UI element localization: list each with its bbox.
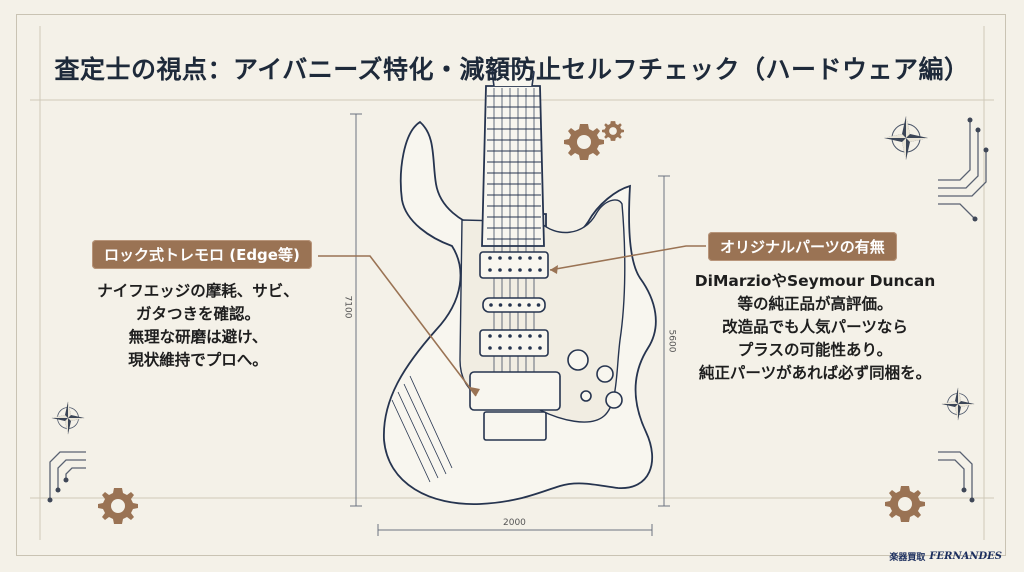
gear-icon [602,121,624,141]
compass-rose-icon [941,387,975,421]
dimension-right: 5600 [666,329,677,353]
dimension-height: 7100 [342,295,353,319]
parts-line-3: 改造品でも人気パーツなら [722,318,908,336]
compass-rose-icon [883,115,929,161]
brand-right: FERNANDES [929,551,1002,562]
parts-line-4: プラスの可能性あり。 [737,341,893,359]
gear-icon [98,488,138,524]
parts-line-1: DiMarzioやSeymour Duncan [694,272,936,290]
tremolo-line-3: 無理な研磨は避け、 [128,328,268,346]
parts-line-5: 純正パーツがあれば必ず同梱を。 [698,364,932,382]
gear-icon [885,486,925,522]
blueprint-frame [16,14,1006,556]
tremolo-line-4: 現状維持でプロへ。 [128,351,268,369]
guitar-blueprint [383,85,657,505]
brand-left: 楽器買取 [889,553,926,563]
tremolo-description: ナイフエッジの摩耗、サビ、 ガタつきを確認。 無理な研磨は避け、 現状維持でプロ… [92,280,304,372]
original-parts-description: DiMarzioやSeymour Duncan 等の純正品が高評価。 改造品でも… [680,270,950,385]
tremolo-line-1: ナイフエッジの摩耗、サビ、 [97,282,299,300]
tremolo-line-2: ガタつきを確認。 [135,305,260,323]
gear-icon [564,124,604,160]
page-title: 査定士の視点：アイバニーズ特化・減額防止セルフチェック（ハードウェア編） [54,55,970,84]
tremolo-label: ロック式トレモロ (Edge等) [92,240,312,269]
circuit-trace-icon [49,120,987,500]
original-parts-label: オリジナルパーツの有無 [708,232,897,261]
compass-rose-icon [51,401,85,435]
parts-line-2: 等の純正品が高評価。 [737,295,893,313]
brand-logo: 楽器買取 FERNANDES [889,550,1002,563]
dimension-bottom: 2000 [503,518,526,528]
